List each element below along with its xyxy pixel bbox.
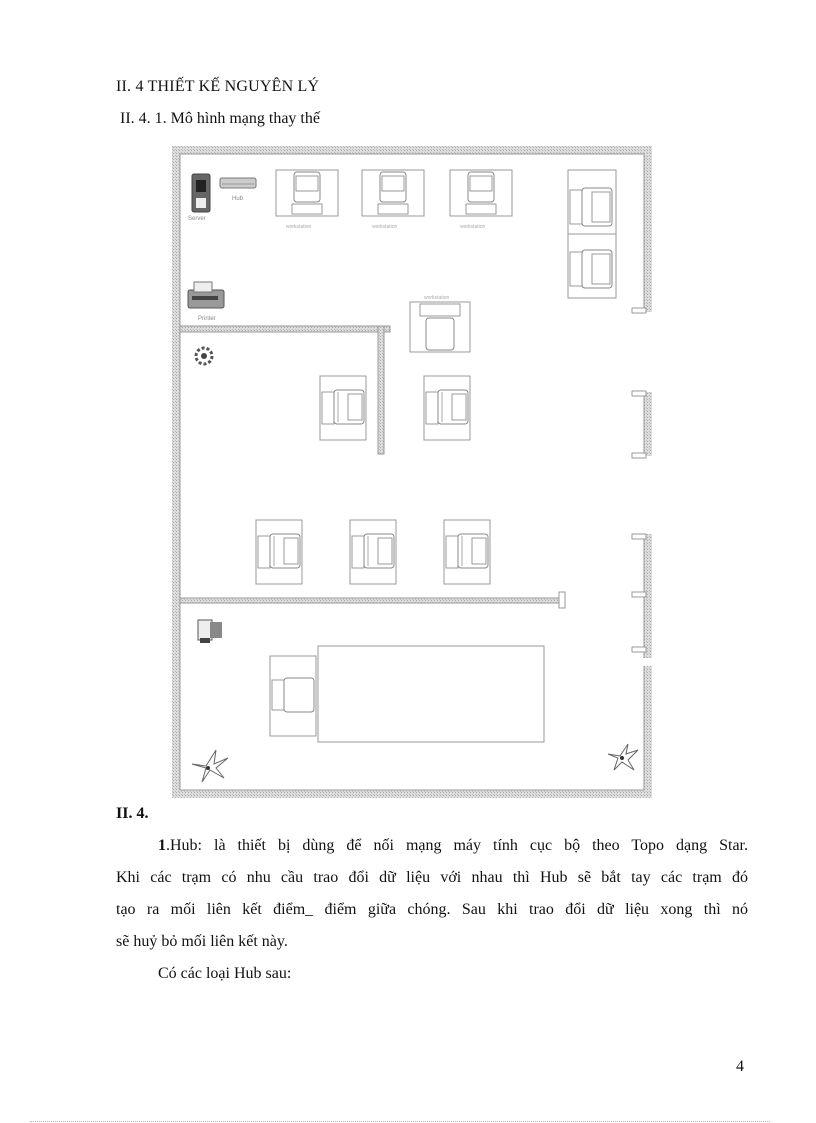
svg-text:workstation: workstation [460,224,486,230]
hub-types-intro: Có các loại Hub sau: [158,965,292,982]
svg-text:workstation: workstation [424,295,450,301]
svg-text:workstation: workstation [286,224,312,230]
section-number: II. 4. [116,805,149,822]
svg-text:Server: Server [188,216,206,222]
plant-icon [194,346,214,366]
page-bottom-divider [30,1121,770,1122]
paragraph-line: tạo ra mối liên kết điểm_ điểm giữa chón… [116,901,748,918]
svg-text:Printer: Printer [198,316,216,322]
paragraph-line: sẽ huỷ bỏ mối liên kết này. [116,933,288,950]
svg-text:Hub: Hub [232,196,244,202]
network-floor-plan: Server Hub Printer workstation workstati… [170,144,654,800]
subsection-heading: II. 4. 1. Mô hình mạng thay thế [120,110,320,127]
printer-icon [187,281,225,309]
server-icon [191,173,211,213]
plant-icon [607,743,639,771]
hub-icon [219,177,257,189]
paragraph-line: 1.Hub: là thiết bị dùng để nối mạng máy … [158,837,748,854]
hub-description-paragraph: 1.Hub: là thiết bị dùng để nối mạng máy … [116,830,748,958]
section-heading: II. 4 THIẾT KẾ NGUYÊN LÝ [116,78,320,95]
fax-icon [197,619,222,643]
page-number: 4 [736,1058,744,1075]
svg-text:workstation: workstation [372,224,398,230]
plant-icon [191,749,229,783]
paragraph-line: Khi các trạm có nhu cầu trao đổi dữ liệu… [116,869,748,886]
